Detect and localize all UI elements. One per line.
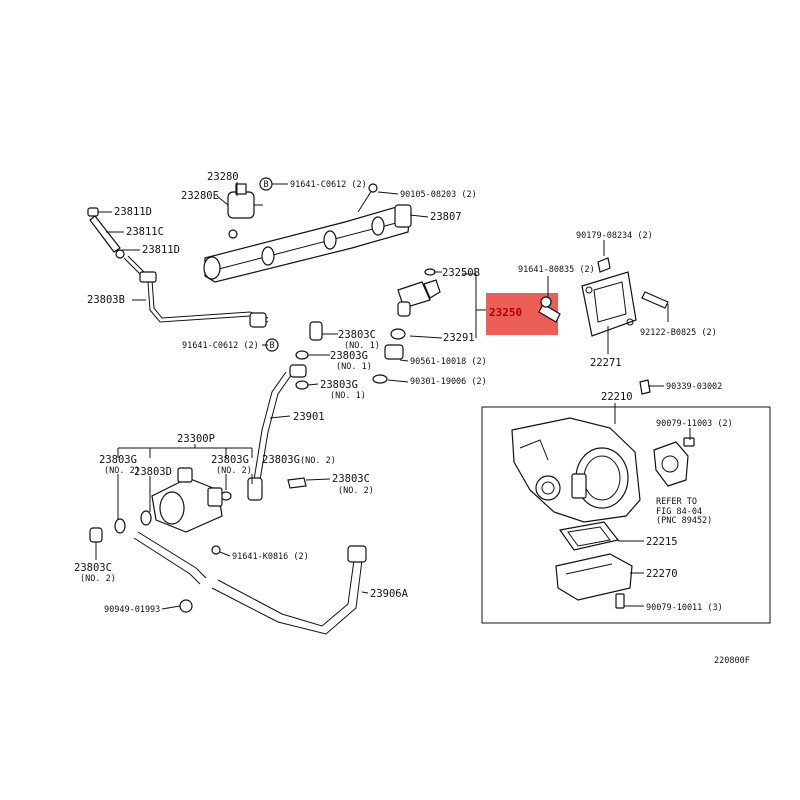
label-23803g-c-no: (NO. 2) (104, 466, 140, 476)
leader-lines (95, 182, 691, 610)
label-90179-08234: 90179-08234 (2) (576, 231, 653, 241)
label-91641-k0816: 91641-K0816 (2) (232, 552, 309, 562)
label-22210: 22210 (601, 391, 633, 403)
label-90079-11003: 90079-11003 (2) (656, 419, 733, 429)
throttle-position-sensor (653, 437, 695, 487)
fuel-injector (390, 268, 441, 340)
stud-bolt-91641-80835 (538, 296, 561, 323)
label-23803g-e-no: (NO. 2) (300, 456, 336, 466)
label-90561-10018: 90561-10018 (2) (410, 357, 487, 367)
label-92122-b0825: 92122-B0825 (2) (640, 328, 717, 338)
label-23901: 23901 (293, 411, 325, 423)
insulator (372, 344, 404, 384)
label-23803g-b-no: (NO. 1) (330, 391, 366, 401)
label-22271: 22271 (590, 357, 622, 369)
idle-air-control-22270 (555, 553, 633, 609)
label-23803c-c-no: (NO. 2) (80, 574, 116, 584)
figure-code: 220800F (714, 656, 750, 666)
gasket-22215 (558, 521, 620, 551)
label-23250: 23250 (489, 306, 522, 319)
label-23803g-d-no: (NO. 2) (216, 466, 252, 476)
bolt-marker-top: B (259, 177, 273, 191)
label-90301-19006: 90301-19006 (2) (410, 377, 487, 387)
label-23807: 23807 (430, 211, 462, 223)
fuel-pipe-23803b (123, 255, 269, 328)
label-23803g-d: 23803G (211, 454, 249, 466)
svg-text:B: B (269, 341, 274, 351)
label-refer-fig: FIG 84-04 (656, 507, 702, 517)
fuel-hose-23901 (220, 321, 323, 501)
label-23803c-a-no: (NO. 1) (344, 341, 380, 351)
pressure-regulator (227, 183, 263, 239)
label-91641-c0612-top: 91641-C0612 (2) (290, 180, 367, 190)
label-23280e: 23280E (181, 190, 219, 202)
label-23803c-b-no: (NO. 2) (338, 486, 374, 496)
label-23906a: 23906A (370, 588, 409, 600)
label-23291: 23291 (443, 332, 475, 344)
label-22215: 22215 (646, 536, 678, 548)
throttle-body-frame (481, 406, 771, 624)
clip-90339 (639, 379, 651, 395)
label-91641-c0612-bottom: 91641-C0612 (2) (182, 341, 259, 351)
label-refer-to: REFER TO (656, 497, 697, 507)
label-23803g-a-no: (NO. 1) (336, 362, 372, 372)
label-23803c-c: 23803C (74, 562, 112, 574)
label-23250b: 23250B (442, 267, 480, 279)
label-23280: 23280 (207, 171, 239, 183)
label-23803d: 23803D (134, 466, 172, 478)
gasket-22271 (581, 257, 669, 337)
label-23803b: 23803B (87, 294, 125, 306)
fuel-filter-assembly (89, 467, 223, 555)
label-23811d-b: 23811D (142, 244, 180, 256)
label-90339-03002: 90339-03002 (666, 382, 722, 392)
label-23803g-b: 23803G (320, 379, 358, 391)
label-23811c: 23811C (126, 226, 164, 238)
part-labels: 23280 23280E 91641-C0612 (2) 90105-08203… (74, 171, 750, 666)
label-90079-10011: 90079-10011 (3) (646, 603, 723, 613)
label-23803g-e: 23803G (262, 454, 300, 466)
label-23803c-a: 23803C (338, 329, 376, 341)
label-23811d-a: 23811D (114, 206, 152, 218)
label-90949-01993: 90949-01993 (104, 605, 160, 615)
label-23300p: 23300P (177, 433, 215, 445)
label-90105-08203: 90105-08203 (2) (400, 190, 477, 200)
throttle-body-22210 (511, 417, 641, 523)
label-91641-80835: 91641-80835 (2) (518, 265, 595, 275)
fuel-delivery-pipe (203, 183, 412, 283)
label-23803g-c: 23803G (99, 454, 137, 466)
fuel-hose-23906a (133, 531, 367, 635)
vacuum-hose-23811 (87, 207, 125, 259)
label-22270: 22270 (646, 568, 678, 580)
svg-text:B: B (263, 180, 268, 190)
label-23803c-b: 23803C (332, 473, 370, 485)
label-refer-pnc: (PNC 89452) (656, 516, 712, 526)
label-23803g-a: 23803G (330, 350, 368, 362)
